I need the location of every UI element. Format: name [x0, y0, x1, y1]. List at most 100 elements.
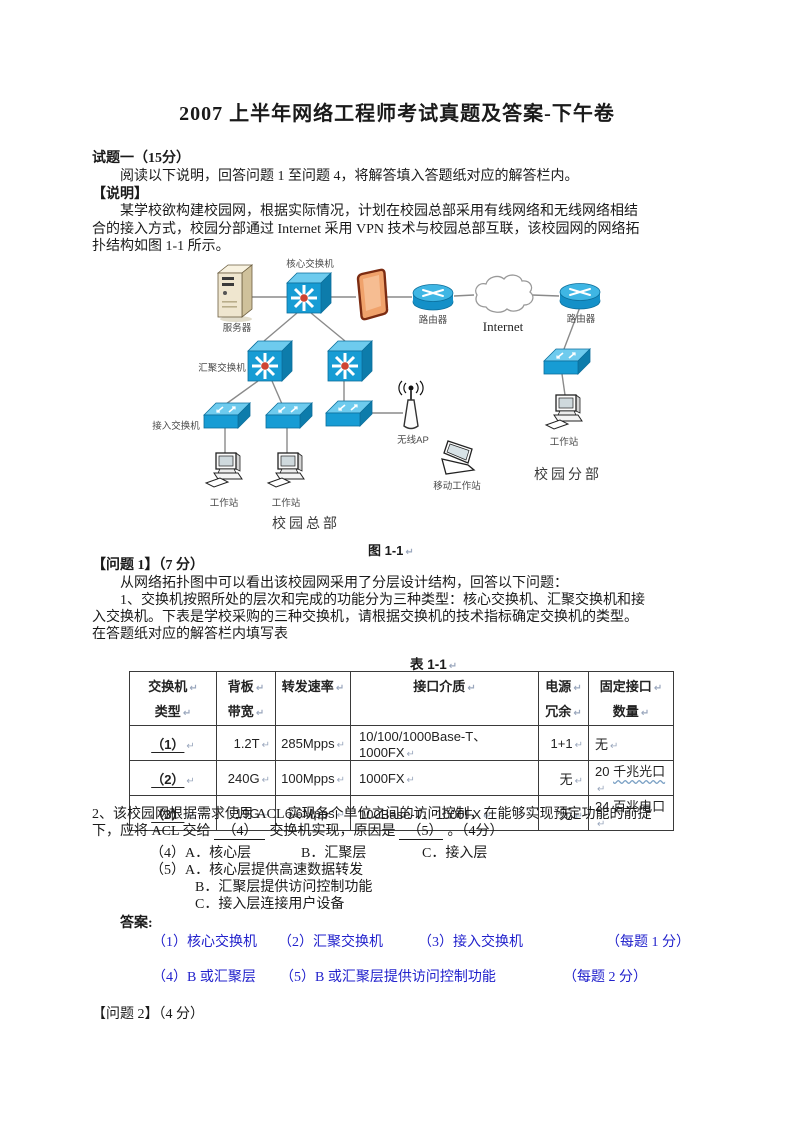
aggregation-switch-2-icon: [326, 339, 374, 383]
paragraph-mark: ↵: [574, 739, 583, 751]
answer-4: （4）B 或汇聚层: [152, 970, 256, 985]
paragraph-mark: ↵: [640, 708, 650, 719]
note-label: 【说明】: [92, 187, 148, 202]
router-left-icon: [412, 283, 454, 311]
paragraph-mark: ↵: [261, 809, 270, 821]
problem1-heading: 【问题 1】（7 分）: [92, 558, 204, 573]
answer-blank-5: （5）: [399, 824, 444, 840]
cell-ports-2: 20 千兆光口↵: [588, 760, 674, 796]
paragraph-mark: ↵: [186, 810, 195, 822]
option-5a: （5）A．核心层提供高速数据转发: [150, 863, 364, 878]
paragraph-mark: ↵: [189, 683, 198, 694]
cell-power-3: 无↵: [538, 795, 589, 831]
access-switch-3-icon: [325, 400, 373, 427]
table-row: （1）↵ 1.2T↵ 285Mpps↵ 10/100/1000Base-T、10…: [129, 725, 674, 761]
cell-ports-1: 无↵: [588, 725, 674, 761]
table-caption: 表 1-1↵: [410, 653, 457, 673]
col-header-forward-rate: 转发速率↵: [275, 671, 351, 726]
col-header-switch-type: 交换机↵ 类型↵: [129, 671, 217, 726]
internet-label: Internet: [483, 319, 524, 334]
branch-workstation-label: 工作站: [550, 436, 579, 448]
paragraph-mark: ↵: [255, 683, 265, 694]
switch-spec-table: 交换机↵ 类型↵ 背板↵ 带宽↵ 转发速率↵ 接口介质↵ 电源↵ 冗余↵ 固定接…: [129, 671, 674, 831]
mobile-workstation-icon: [441, 440, 475, 475]
option-4c: C．接入层: [422, 846, 488, 861]
paragraph-mark: ↵: [406, 749, 415, 760]
paragraph-mark: ↵: [574, 775, 583, 787]
answers-label: 答案:: [120, 916, 153, 931]
cell-backplane-1: 1.2T↵: [216, 725, 276, 761]
wireless-ap-label: 无线AP: [397, 434, 429, 446]
cell-media-3: 100Base-T、1000FX↵: [350, 795, 539, 831]
aggregation-switch-1-icon: [246, 339, 294, 383]
cell-ports-3: 24 百兆电口↵: [588, 795, 674, 831]
workstation-2-icon: [267, 452, 305, 488]
cell-rate-2: 100Mpps↵: [275, 760, 351, 796]
aggregation-switch-label: 汇聚交换机: [198, 362, 246, 374]
paragraph-mark: ↵: [574, 810, 583, 822]
wireless-ap-icon: [398, 380, 424, 430]
server-label: 服务器: [223, 322, 252, 334]
cell-power-1: 1+1↵: [538, 725, 589, 761]
workstation-2-label: 工作站: [272, 497, 301, 509]
problem1-line-1: 从网络拓扑图中可以看出该校园网采用了分层设计结构，回答以下问题：: [120, 576, 568, 591]
cell-power-2: 无↵: [538, 760, 589, 796]
problem1-line-3: 入交换机。下表是学校采购的三种交换机，请根据交换机的技术指标确定交换机的类型。: [92, 610, 638, 625]
answer-3: （3）接入交换机: [418, 935, 523, 950]
paragraph-mark: ↵: [597, 819, 606, 830]
paragraph-mark: ↵: [335, 683, 345, 694]
col-header-fixed-ports: 固定接口↵ 数量↵: [588, 671, 674, 726]
section1-heading: 试题一（15分）: [92, 151, 190, 166]
answer-1: （1）核心交换机: [152, 935, 257, 950]
server-icon: [217, 264, 253, 323]
cell-media-2: 1000FX↵: [350, 760, 539, 796]
paragraph-mark: ↵: [261, 739, 270, 751]
question2-line-2: 下，应将 ACL 交给（4）交换机实现，原因是（5）。（4分）: [92, 823, 503, 840]
cell-type-2: （2）↵: [129, 760, 217, 796]
option-5b: B．汇聚层提供访问控制功能: [195, 880, 373, 895]
cell-type-3: （3）↵: [129, 795, 217, 831]
router-right-icon: [559, 282, 601, 310]
paragraph-mark: ↵: [255, 708, 265, 719]
question2-line-1: 2、该校园网根据需求使用 ACL 实现各个单位之间的访问控制，在能够实现预定功能…: [92, 807, 652, 822]
paragraph-mark: ↵: [653, 683, 663, 694]
mobile-workstation-label: 移动工作站: [433, 480, 481, 492]
paragraph-mark: ↵: [336, 739, 345, 751]
description-line-2: 合的接入方式，校园分部通过 Internet 采用 VPN 技术与校园总部互联，…: [92, 222, 640, 237]
table-row: （3）↵ 19G↵ 6.6Mpps↵ 100Base-T、1000FX↵ 无↵ …: [129, 795, 674, 831]
q2-text-pre: 下，应将 ACL 交给: [92, 824, 211, 839]
paragraph-mark: ↵: [182, 708, 192, 719]
paragraph-mark: ↵: [467, 683, 476, 694]
paragraph-mark: ↵: [597, 784, 606, 795]
paragraph-mark: ↵: [406, 774, 415, 786]
col-header-power-redundancy: 电源↵ 冗余↵: [538, 671, 589, 726]
paragraph-mark: ↵: [405, 547, 414, 558]
access-switch-1-icon: [203, 402, 251, 429]
col-header-backplane: 背板↵ 带宽↵: [216, 671, 276, 726]
description-line-3: 扑结构如图 1-1 所示。: [92, 239, 230, 254]
problem1-line-4: 在答题纸对应的解答栏内填写表: [92, 627, 288, 642]
firewall-icon: [356, 268, 389, 321]
cell-media-1: 10/100/1000Base-T、1000FX↵: [350, 725, 539, 761]
section1-intro: 阅读以下说明，回答问题 1 至问题 4，将解答填入答题纸对应的解答栏内。: [120, 169, 579, 184]
q2-text-post: 。（4分）: [447, 824, 504, 839]
cell-backplane-2: 240G↵: [216, 760, 276, 796]
internet-cloud-icon: [475, 274, 534, 313]
figure-caption-text: 图 1-1: [368, 543, 404, 558]
workstation-1-label: 工作站: [210, 497, 239, 509]
description-line-1: 某学校欲构建校园网，根据实际情况，计划在校园总部采用有线网络和无线网络相结: [120, 204, 638, 219]
router-right-label: 路由器: [567, 313, 596, 325]
access-switch-2-icon: [265, 402, 313, 429]
paragraph-mark: ↵: [573, 708, 582, 719]
problem1-line-2: 1、交换机按照所处的层次和完成的功能分为三种类型：核心交换机、汇聚交换机和接: [120, 593, 645, 608]
branch-switch-icon: [543, 348, 591, 375]
campus-branch-label: 校园分部: [534, 466, 602, 482]
router-left-label: 路由器: [419, 314, 448, 326]
paragraph-mark: ↵: [336, 809, 345, 821]
access-switch-label: 接入交换机: [152, 420, 200, 432]
paragraph-mark: ↵: [483, 810, 492, 822]
cell-rate-3: 6.6Mpps↵: [275, 795, 351, 831]
core-switch-icon: [285, 271, 333, 315]
col-header-interface-media: 接口介质↵: [350, 671, 539, 726]
